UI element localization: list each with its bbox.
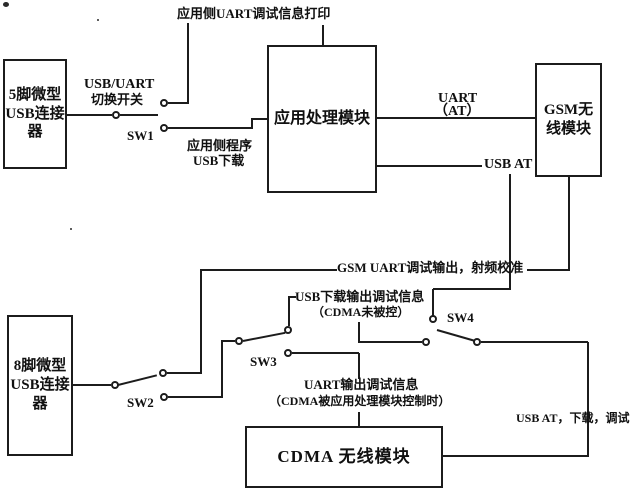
sw1-pole-contact [112,111,120,119]
label-usb-download-debug-line1: USB下载输出调试信息 [295,289,425,304]
box-usb5-connector: 5脚微型 USB连接 器 [3,59,67,169]
wire-usb5-to-sw1 [66,114,112,116]
box-usb5-line1: 5脚微型 [8,86,62,103]
box-cdma-label: CDMA 无线模块 [277,447,411,467]
wire-sw1-dn-c [251,118,268,120]
wire-uart-at [377,117,535,119]
sw3-lower-contact [284,349,292,357]
sw4-arm [436,329,475,342]
wire-gsmdebug-left [200,269,337,271]
sw4-right-contact [473,338,481,346]
label-uart-output-debug-line2: （CDMA被应用处理模块控制时） [269,394,451,408]
label-sw4: SW4 [447,310,474,325]
sw1-upper-contact [160,99,168,107]
wire-cdma-right [443,455,589,457]
box-gsm-module: GSM无 线模块 [535,63,602,177]
scan-artifact [97,19,99,21]
scan-artifact [3,2,9,7]
sw3-upper-contact [284,326,292,334]
wire-sw2-dn-a [168,396,222,398]
sw1-arm [120,114,158,116]
box-usb8-line1: 8脚微型 [13,358,67,375]
sw3-arm [242,331,286,342]
wire-usb-at [377,165,482,167]
wire-usbdl-to-sw4 [358,341,422,343]
wire-sw3-dn-a [292,352,359,354]
wire-sw1-up-b [187,23,189,104]
wire-gsmdebug-down [200,269,202,374]
wire-sw2-dn-b [221,341,223,398]
box-gsm-line2: 线模块 [545,121,591,137]
scan-artifact [70,228,72,230]
sw3-pole-contact [235,337,243,345]
label-app-program-line1: 应用侧程序 [187,138,253,153]
wire-gsmdebug-right [527,269,570,271]
label-sw1: SW1 [127,128,154,143]
wire-sw1-dn-b [251,119,253,129]
box-usb8-connector: 8脚微型 USB连接 器 [7,315,73,456]
sw4-left-contact [422,338,430,346]
sw4-top-contact [429,315,437,323]
label-app-uart-debug-print: 应用侧UART调试信息打印 [177,6,331,21]
label-usb-uart-toggle-line1: USB/UART [84,77,155,92]
wire-sw4-right-b [587,342,589,456]
label-usb-download-debug-line2: （CDMA未被控） [312,305,410,319]
sw2-upper-contact [159,369,167,377]
wire-sw3-up [288,297,290,326]
wire-usb8-to-sw2 [71,384,111,386]
label-usb-at-download-debug: USB AT，下载，调试 [516,411,630,425]
wire-sw1-dn-a [168,127,252,129]
label-gsm-uart-debug: GSM UART调试输出，射频校准 [337,260,524,275]
box-cdma-module: CDMA 无线模块 [245,426,443,488]
label-uart-at-line1: UART [438,91,478,106]
box-app-label: 应用处理模块 [273,110,370,127]
wire-usbat-down [509,174,511,290]
wire-sw2-dn-c [221,340,235,342]
wire-sw2-up [167,372,200,374]
label-sw3: SW3 [250,354,277,369]
wire-usbat-left [433,288,511,290]
box-usb5-line3: 器 [27,124,43,141]
box-gsm-line1: GSM无 [543,102,594,119]
wire-sw3-dn-b [358,353,360,379]
wire-usbat-to-sw4 [432,289,434,316]
box-app-processor: 应用处理模块 [267,45,377,193]
box-usb8-line3: 器 [32,395,48,412]
label-uart-at-line2: （AT） [434,104,481,119]
box-usb5-line2: USB连接 [5,105,65,122]
label-app-program-line2: USB下载 [193,153,245,168]
sw2-lower-contact [160,393,168,401]
label-usb-at: USB AT [484,157,533,172]
wire-uartdebug-to-cdma [358,412,360,427]
wire-gsm-down [568,177,570,271]
box-usb8-line2: USB连接 [10,377,70,394]
sw2-arm [117,374,158,386]
sw1-lower-contact [160,124,168,132]
wire-usbdl-down [358,322,360,341]
label-sw2: SW2 [127,395,154,410]
wire-sw3-up-tick [288,296,296,298]
label-uart-output-debug-line1: UART输出调试信息 [304,377,419,392]
wire-debugprint-to-app [322,25,324,46]
sw2-pole-contact [111,381,119,389]
label-usb-uart-toggle-line2: 切换开关 [91,92,144,107]
wire-sw4-right-a [481,341,588,343]
wire-sw1-up-a [168,102,188,104]
